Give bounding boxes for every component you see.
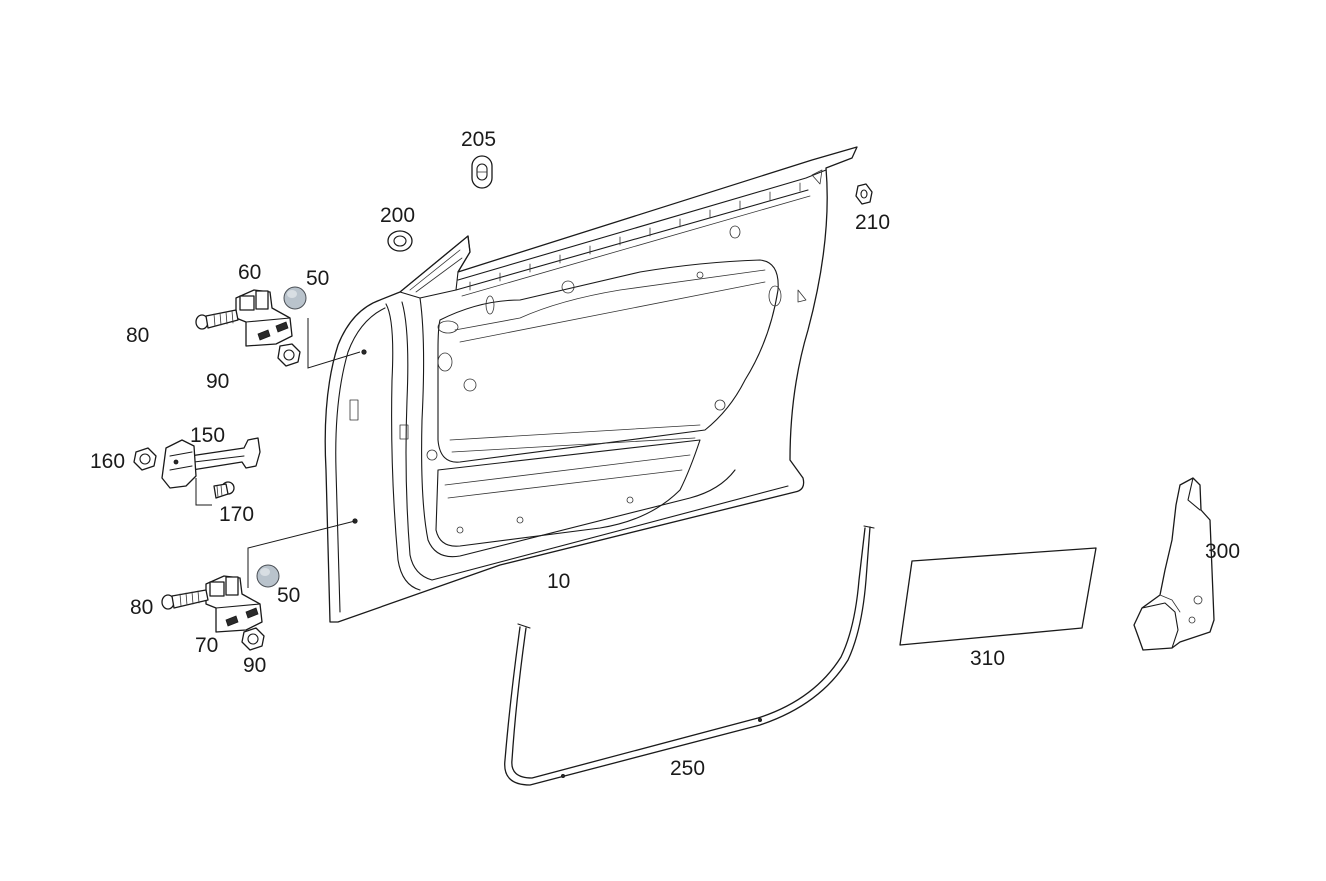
label-90-lower: 90 <box>243 654 266 677</box>
label-80-upper: 80 <box>126 324 149 347</box>
label-300: 300 <box>1205 540 1240 563</box>
label-90-upper: 90 <box>206 370 229 393</box>
protective-film[interactable] <box>899 547 1097 646</box>
label-10: 10 <box>547 570 570 593</box>
door-check-group[interactable] <box>133 437 261 506</box>
pillar-bracket[interactable] <box>1133 477 1215 651</box>
label-250: 250 <box>670 757 705 780</box>
nut-upper[interactable] <box>277 343 301 367</box>
label-50-upper: 50 <box>306 267 329 290</box>
door-shell[interactable] <box>324 146 858 623</box>
grommet[interactable] <box>387 230 413 252</box>
upper-hinge-group[interactable] <box>195 286 361 369</box>
label-200: 200 <box>380 204 415 227</box>
door-seal[interactable] <box>504 525 875 786</box>
label-80-lower: 80 <box>130 596 153 619</box>
plug[interactable] <box>471 155 493 189</box>
label-160: 160 <box>90 450 125 473</box>
bolt-upper[interactable] <box>195 309 239 330</box>
cap-lower[interactable] <box>256 564 280 588</box>
check-nut[interactable] <box>133 447 157 471</box>
label-70: 70 <box>195 634 218 657</box>
label-210: 210 <box>855 211 890 234</box>
lower-hinge-group[interactable] <box>161 520 356 651</box>
bolt-lower[interactable] <box>161 589 209 610</box>
label-170: 170 <box>219 503 254 526</box>
cap-upper[interactable] <box>283 286 307 310</box>
label-310: 310 <box>970 647 1005 670</box>
label-205: 205 <box>461 128 496 151</box>
check-bolt[interactable] <box>213 481 235 499</box>
nut-lower[interactable] <box>241 627 265 651</box>
label-60: 60 <box>238 261 261 284</box>
label-50-lower: 50 <box>277 584 300 607</box>
label-150: 150 <box>190 424 225 447</box>
clip[interactable] <box>855 183 873 205</box>
